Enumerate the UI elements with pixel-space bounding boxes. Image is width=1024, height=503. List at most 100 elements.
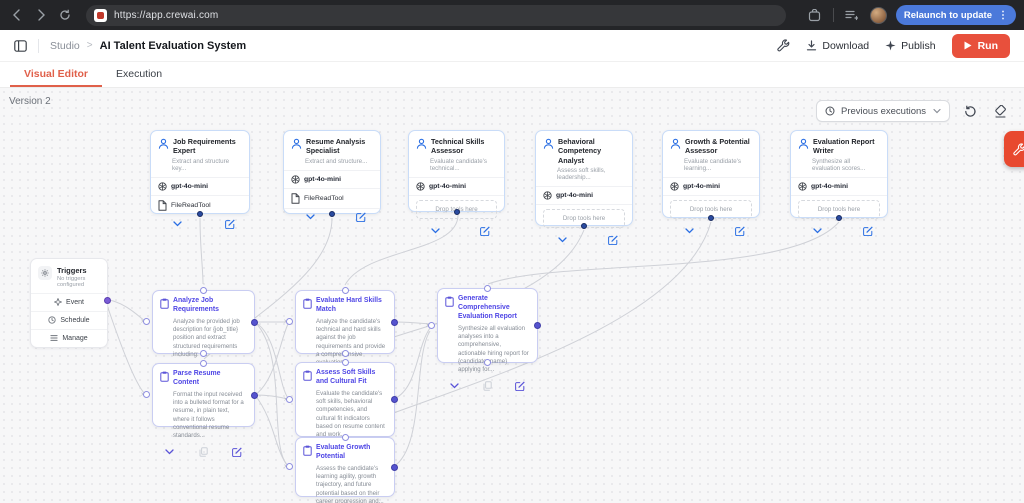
collapse-chevron-icon[interactable] xyxy=(306,214,315,220)
agent-output-port[interactable] xyxy=(836,215,842,221)
task-title: Evaluate Growth Potential xyxy=(316,444,371,460)
profile-avatar[interactable] xyxy=(869,6,887,24)
task-output-port-right[interactable] xyxy=(391,463,398,471)
floating-tools-button[interactable] xyxy=(1004,131,1024,167)
task-input-port-left[interactable]: › xyxy=(141,391,151,398)
edit-agent-icon[interactable] xyxy=(735,226,745,236)
agent-output-port[interactable] xyxy=(453,209,460,215)
edit-agent-icon[interactable] xyxy=(608,235,618,246)
trigger-item-schedule[interactable]: Schedule xyxy=(31,311,107,329)
collapse-chevron-icon[interactable] xyxy=(173,221,182,227)
agent-model-row: gpt-4o-mini xyxy=(663,178,759,195)
run-label: Run xyxy=(977,39,998,52)
agent-title: Resume Analysis Specialist xyxy=(306,137,366,156)
task-output-port-bottom[interactable] xyxy=(341,350,349,357)
task-input-port-left[interactable]: › xyxy=(141,318,151,325)
agent-icon xyxy=(670,137,681,149)
sidebar-toggle-icon[interactable] xyxy=(14,39,27,52)
task-output-port-bottom[interactable] xyxy=(200,350,207,357)
task-input-port-left[interactable]: › xyxy=(284,395,294,403)
collapse-chevron-icon[interactable] xyxy=(685,228,694,234)
tools-wrench-button[interactable] xyxy=(777,39,790,52)
agent-model-label: gpt-4o-mini xyxy=(811,182,848,190)
task-input-port-top[interactable] xyxy=(341,359,349,366)
workflow-canvas[interactable]: Version 2 Previous executions Triggers N… xyxy=(0,88,1024,503)
agent-model-row: gpt-4o-mini xyxy=(151,178,249,195)
tab-visual-editor[interactable]: Visual Editor xyxy=(10,62,102,87)
publish-button[interactable]: Publish xyxy=(885,40,936,52)
collapse-chevron-icon[interactable] xyxy=(450,383,459,389)
task-output-port-right[interactable] xyxy=(534,322,541,329)
breadcrumb-studio[interactable]: Studio xyxy=(50,39,80,52)
edit-agent-icon[interactable] xyxy=(863,226,873,236)
reading-list-icon[interactable] xyxy=(843,6,861,24)
gear-icon xyxy=(38,266,52,280)
task-output-port-right[interactable] xyxy=(251,391,258,399)
task-output-port-right[interactable] xyxy=(251,318,258,326)
task-output-port-bottom[interactable] xyxy=(484,359,491,366)
edit-agent-icon[interactable] xyxy=(480,226,490,236)
run-button[interactable]: Run xyxy=(951,33,1010,58)
chrome-menu-icon[interactable]: ⋮ xyxy=(998,9,1008,21)
task-input-port-top[interactable] xyxy=(341,287,349,294)
edit-task-icon[interactable] xyxy=(515,381,525,392)
address-bar[interactable]: https://app.crewai.com xyxy=(86,4,786,26)
eraser-icon[interactable] xyxy=(990,101,1010,121)
forward-icon[interactable] xyxy=(32,6,50,24)
reset-view-icon[interactable] xyxy=(960,101,980,121)
download-button[interactable]: Download xyxy=(806,40,869,52)
task-input-port-top[interactable] xyxy=(200,287,207,294)
task-input-port-left[interactable]: › xyxy=(284,318,294,325)
trigger-output-port[interactable] xyxy=(104,297,111,304)
edit-agent-icon[interactable] xyxy=(225,219,235,229)
agent-output-port[interactable] xyxy=(329,211,335,217)
task-input-port-top[interactable] xyxy=(200,360,207,367)
agent-output-port[interactable] xyxy=(708,215,714,221)
agent-output-port[interactable] xyxy=(581,223,587,229)
task-input-port-top[interactable] xyxy=(484,285,491,292)
trigger-item-manage[interactable]: Manage xyxy=(31,329,107,347)
agent-output-port[interactable] xyxy=(197,211,203,217)
collapse-chevron-icon[interactable] xyxy=(813,228,822,234)
task-description: Assess the candidate's learning agility,… xyxy=(316,464,384,503)
task-input-port-left[interactable]: › xyxy=(426,321,436,329)
edit-agent-icon[interactable] xyxy=(356,212,366,222)
task-icon xyxy=(160,370,169,382)
agent-title: Job Requirements Expert xyxy=(173,137,236,156)
extension-icon[interactable] xyxy=(806,6,824,24)
task-input-port-top[interactable] xyxy=(341,434,349,441)
reload-icon[interactable] xyxy=(56,6,74,24)
browser-chrome: https://app.crewai.com Relaunch to updat… xyxy=(0,0,1024,30)
trigger-item-label: Schedule xyxy=(60,317,90,324)
agent-model-row: gpt-4o-mini xyxy=(284,171,380,188)
collapse-chevron-icon[interactable] xyxy=(165,449,174,455)
relaunch-button[interactable]: Relaunch to update ⋮ xyxy=(895,5,1016,25)
tab-execution[interactable]: Execution xyxy=(116,67,163,80)
openai-icon xyxy=(291,175,300,184)
task-input-port-left[interactable]: › xyxy=(284,463,294,470)
previous-executions-select[interactable]: Previous executions xyxy=(816,100,950,122)
event-icon xyxy=(54,297,62,308)
collapse-chevron-icon[interactable] xyxy=(431,228,440,234)
task-output-port-right[interactable] xyxy=(391,318,398,326)
edit-task-icon[interactable] xyxy=(232,447,242,458)
file-icon xyxy=(291,193,300,204)
agent-model-row: gpt-4o-mini xyxy=(409,178,504,195)
collapse-chevron-icon[interactable] xyxy=(558,237,567,243)
task-title: Analyze Job Requirements xyxy=(173,297,219,313)
back-icon[interactable] xyxy=(8,6,26,24)
task-output-port-right[interactable] xyxy=(391,396,398,403)
trigger-item-event[interactable]: Event xyxy=(31,293,107,311)
task-node-generate-comprehensive-evaluation-report[interactable]: Generate Comprehensive Evaluation Report… xyxy=(426,285,541,392)
